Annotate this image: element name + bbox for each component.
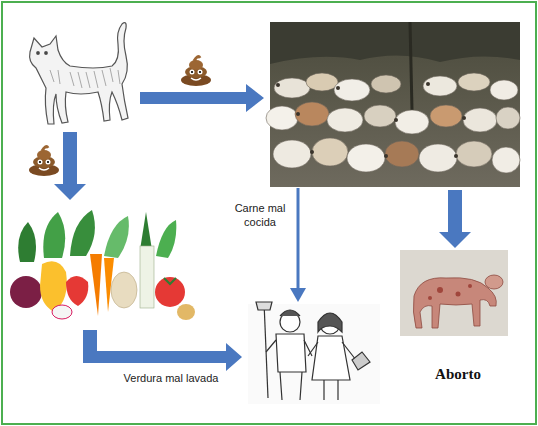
picture-node: Aborto: [398, 250, 518, 387]
arrow-label: Carne mal cocida: [226, 202, 294, 230]
block-arrow: [140, 84, 264, 112]
block-arrow: [439, 190, 471, 248]
goats-photo: [266, 22, 520, 187]
people-drawing: [248, 302, 380, 404]
poop-emoji: [181, 57, 211, 86]
poop-emoji: [29, 147, 59, 176]
node-caption: Aborto: [398, 366, 518, 383]
vegetables-picture: [10, 210, 195, 320]
lamb-photo: [400, 250, 508, 336]
thin-arrow: [297, 188, 300, 290]
block-arrow: [83, 330, 242, 371]
block-arrow: [54, 132, 86, 200]
arrow-head: [290, 288, 306, 302]
cat-drawing: [30, 23, 128, 124]
flow-arrows: [54, 84, 471, 371]
arrow-label: Verdura mal lavada: [108, 372, 234, 386]
